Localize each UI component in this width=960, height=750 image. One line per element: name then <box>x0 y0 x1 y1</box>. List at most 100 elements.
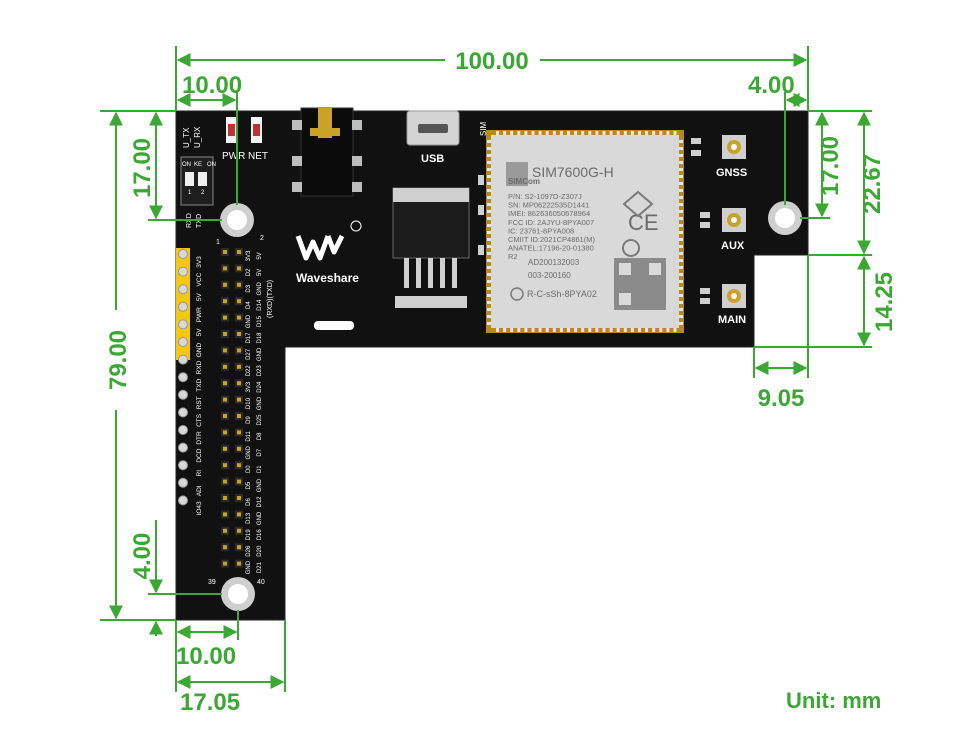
module-pad <box>638 131 641 135</box>
gpio-label: D3 <box>246 284 252 292</box>
gpio-pin <box>223 463 227 468</box>
module-pad <box>574 131 578 135</box>
left-header-label: RST <box>196 396 203 409</box>
module-pad <box>616 328 620 332</box>
main-antenna-connector[interactable] <box>722 284 746 308</box>
gpio-pin <box>223 315 227 320</box>
left-header-label: 5V <box>196 293 203 302</box>
aux-antenna-connector[interactable] <box>722 208 746 232</box>
usb-port[interactable] <box>406 110 460 146</box>
aux-label: AUX <box>721 240 745 252</box>
module-pad <box>679 294 683 297</box>
switch-2-label: 2 <box>201 190 205 196</box>
module-pad <box>679 189 683 192</box>
gpio-label: D14 <box>257 299 263 311</box>
module-pad <box>581 131 585 135</box>
module-pad <box>679 224 683 227</box>
gpio-pin <box>237 299 241 304</box>
left-header-label: VCC <box>196 272 203 286</box>
usb-label: USB <box>421 153 444 165</box>
gpio-label: D2 <box>246 268 252 276</box>
gpio-label: 3V3 <box>246 381 252 392</box>
module-pad <box>679 252 683 255</box>
net-label: NET <box>248 151 268 162</box>
gpio-label: GND <box>246 314 252 328</box>
left-header-label: 3V3 <box>196 256 203 268</box>
module-pad <box>679 245 683 248</box>
module-pad <box>679 147 683 150</box>
module-pad <box>487 210 491 213</box>
module-pad <box>503 131 507 135</box>
module-pad <box>487 217 491 220</box>
module-pad <box>679 217 683 220</box>
module-pad <box>487 266 491 269</box>
module-info-line: CMIIT ID:2021CP4861(M) <box>508 235 595 244</box>
module-pad <box>510 328 514 332</box>
gpio-labels-col2: 5V5VGNDD14D15D18GNDD23D24GNDD25D8D7D1GND… <box>257 252 263 573</box>
left-header-pad <box>178 337 188 347</box>
dim-left-height: 79.00 <box>105 330 132 390</box>
module-model: SIM7600G-H <box>532 164 614 180</box>
gpio-label: D1 <box>257 465 263 473</box>
switch-on-label-2: ON <box>207 162 216 168</box>
module-pad <box>652 131 656 135</box>
module-pad <box>487 203 491 206</box>
gpio-pin <box>237 381 241 386</box>
gpio-label: D23 <box>257 365 263 377</box>
module-pad <box>679 266 683 269</box>
module-pad <box>524 131 528 135</box>
gnss-label: GNSS <box>716 167 747 179</box>
gpio-pin <box>237 266 241 271</box>
module-pad <box>645 131 649 135</box>
left-header-label: DCD <box>196 448 203 462</box>
module-pad <box>659 131 663 135</box>
waveshare-brand: Waveshare <box>296 271 359 285</box>
mounting-hole-top-left <box>220 203 254 237</box>
module-pad <box>623 328 627 332</box>
module-pad <box>679 231 683 234</box>
module-pad <box>487 231 491 234</box>
smd-components <box>478 138 710 304</box>
gpio-pin <box>237 446 241 451</box>
left-header-label: DTR <box>196 431 203 445</box>
module-pad <box>679 196 683 199</box>
module-pad <box>679 161 683 164</box>
left-header-pad <box>178 389 188 400</box>
left-header-pad <box>178 460 188 471</box>
module-pad <box>510 131 514 135</box>
module-pad <box>679 287 683 290</box>
gpio-label: D20 <box>257 545 263 557</box>
gpio-label: D8 <box>257 432 263 440</box>
dimension-annotations: 100.00 10.00 4.00 17.00 79.00 4.00 17.00… <box>100 46 898 716</box>
sim-label: SIM <box>479 121 488 136</box>
module-pad <box>679 322 683 325</box>
module-brand: SIMCom <box>508 177 540 186</box>
left-header-pad <box>178 284 188 295</box>
module-pad <box>679 259 683 262</box>
gnss-antenna-connector[interactable] <box>722 135 746 159</box>
module-pad <box>487 280 491 283</box>
left-header-label: IO43 <box>196 501 203 515</box>
left-header-label: TXD <box>196 378 203 391</box>
gpio-pin <box>223 381 227 386</box>
left-header-pad <box>178 425 188 435</box>
module-cert-1: AD200132003 <box>528 258 580 267</box>
gpio-pin <box>237 250 241 254</box>
unit-label: Unit: mm <box>786 688 881 713</box>
module-pad <box>487 322 491 325</box>
audio-jack[interactable] <box>292 107 362 197</box>
module-pad <box>645 328 649 332</box>
module-pad <box>487 161 491 164</box>
gpio-pin <box>237 332 241 336</box>
module-pad <box>679 168 683 171</box>
gpio-label: GND <box>246 445 252 459</box>
module-info-line: FCC ID: 2AJYU-8PYA007 <box>508 218 594 227</box>
gpio-label: D27 <box>246 348 252 360</box>
module-info-line: IC: 23761-8PYA008 <box>508 226 574 235</box>
module-pad <box>524 328 528 332</box>
switch-on-label: ON <box>182 162 191 168</box>
module-kc: R-C-sSh-8PYA02 <box>527 289 597 299</box>
gpio-label: GND <box>246 560 252 574</box>
dip-switch[interactable] <box>180 156 214 206</box>
gpio-label: D11 <box>246 430 252 441</box>
